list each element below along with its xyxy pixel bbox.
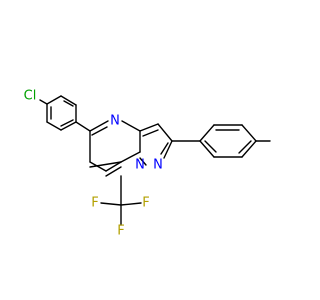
pyrimidine-ring (89, 120, 141, 177)
aryl-link-bond (75, 121, 91, 132)
atom-label-f2: F (142, 196, 149, 211)
atom-label-f1: F (91, 196, 98, 211)
chlorophenyl-ring (39, 95, 77, 131)
atom-label-chlorine: Cl (24, 89, 37, 104)
structure-drawing: Cl N N N F F F (24, 89, 271, 239)
tolyl-ring (171, 124, 271, 158)
atom-label-n7a: N (135, 158, 145, 173)
trifluoromethyl-group (100, 175, 142, 226)
molecule-diagram: Cl N N N F F F (24, 89, 271, 239)
atom-label-n1: N (153, 158, 163, 173)
atom-label-f3: F (117, 224, 124, 239)
pyrazole-ring (139, 123, 173, 166)
atom-label-n4: N (110, 114, 120, 129)
